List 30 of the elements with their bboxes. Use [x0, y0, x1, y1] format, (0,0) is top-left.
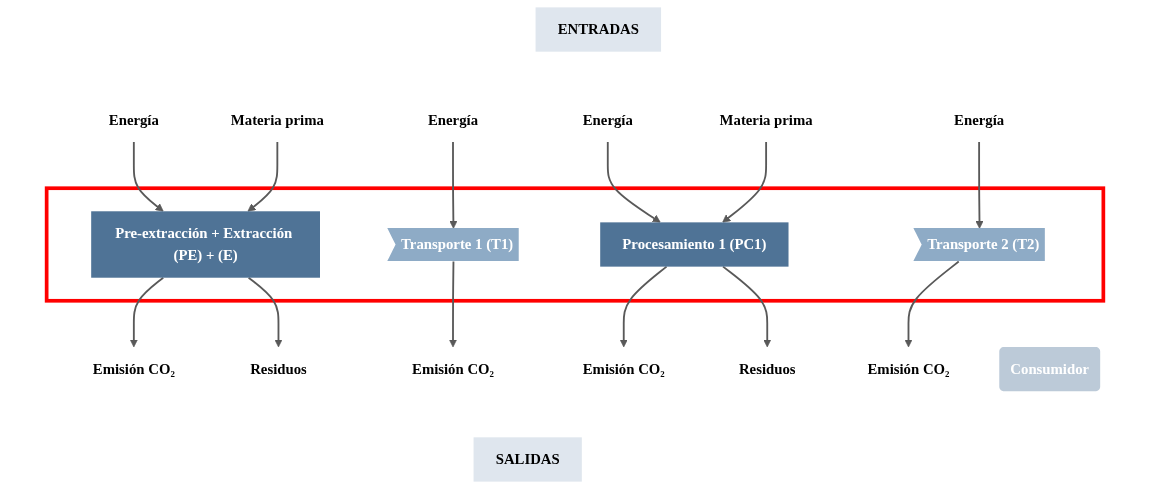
- node-text: Materia prima: [230, 111, 324, 128]
- node-text: Emisión CO₂: [867, 360, 950, 377]
- arrow: [722, 265, 772, 348]
- arrow: [722, 141, 768, 223]
- node-box: Consumidor: [999, 346, 1101, 392]
- node-box: SALIDAS: [473, 437, 582, 482]
- node-text: Energía: [108, 111, 159, 128]
- node-text: Emisión CO₂: [92, 360, 175, 377]
- node-text: Energía: [582, 111, 633, 128]
- node-box: ENTRADAS: [535, 7, 662, 52]
- arrow: [975, 141, 984, 229]
- node-text: Energía: [954, 111, 1005, 128]
- arrow: [606, 141, 661, 223]
- arrow: [247, 276, 283, 348]
- node-text: Materia prima: [719, 111, 813, 128]
- node-text: Emisión CO₂: [412, 360, 494, 377]
- node-text: Energía: [427, 111, 479, 128]
- arrow: [247, 141, 279, 212]
- node-text: Emisión CO₂: [582, 360, 665, 377]
- arrow: [129, 276, 165, 348]
- node-text: Residuos: [250, 360, 307, 377]
- cluster: [44, 186, 1106, 303]
- arrow: [449, 141, 458, 229]
- arrow: [619, 265, 668, 348]
- arrow: [448, 260, 458, 348]
- arrow: [904, 260, 960, 348]
- node-box: Pre-extracción + Extracción (PE) + (E): [91, 211, 320, 278]
- arrow: [132, 141, 164, 212]
- node-text: Residuos: [738, 360, 796, 377]
- node-box: Procesamiento 1 (PC1): [600, 222, 789, 267]
